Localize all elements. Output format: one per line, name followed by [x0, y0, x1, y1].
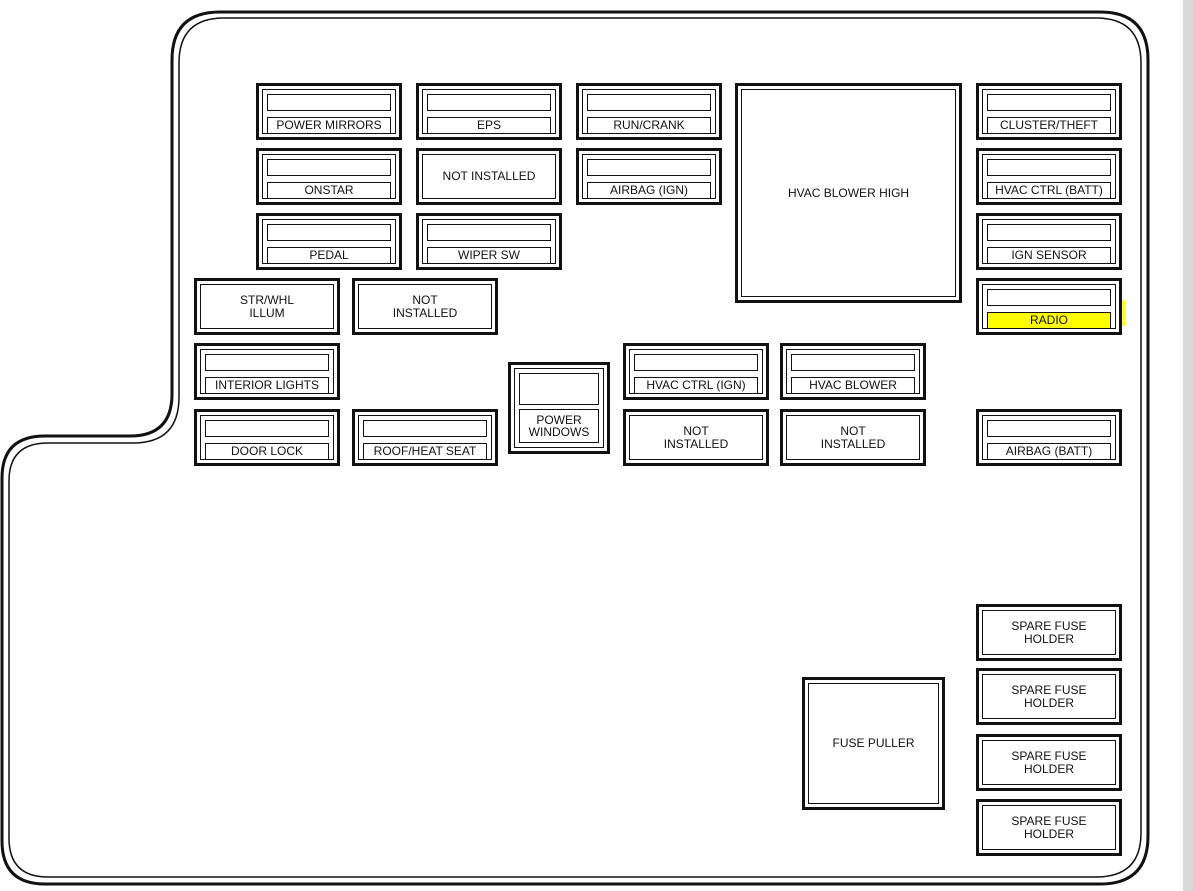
fuse-label: CLUSTER/THEFT	[987, 117, 1111, 134]
fuse-airbag-ign: AIRBAG (IGN)	[576, 148, 722, 205]
fuse-not-installed-3: NOT INSTALLED	[623, 409, 769, 466]
fuse-run-crank: RUN/CRANK	[576, 83, 722, 140]
spare-fuse-holder-2: SPARE FUSE HOLDER	[976, 668, 1122, 725]
fuse-hvac-ctrl-ign: HVAC CTRL (IGN)	[623, 343, 769, 400]
fuse-puller: FUSE PULLER	[802, 677, 945, 810]
fuse-label: SPARE FUSE HOLDER	[1011, 813, 1087, 841]
fuse-label: SPARE FUSE HOLDER	[1011, 682, 1087, 710]
fuse-label: HVAC BLOWER	[791, 377, 915, 394]
fuse-label: WIPER SW	[427, 247, 551, 264]
fuse-not-installed-1: NOT INSTALLED	[416, 148, 562, 205]
fuse-label: SPARE FUSE HOLDER	[1011, 618, 1087, 646]
fuse-not-installed-2: NOT INSTALLED	[352, 278, 498, 335]
fuse-label: DOOR LOCK	[205, 443, 329, 460]
fuse-ign-sensor: IGN SENSOR	[976, 213, 1122, 270]
fuse-puller-label: FUSE PULLER	[832, 736, 915, 750]
fuse-label: STR/WHL ILLUM	[240, 292, 294, 320]
fuse-label: PEDAL	[267, 247, 391, 264]
fuse-airbag-batt: AIRBAG (BATT)	[976, 409, 1122, 466]
fuse-wiper-sw: WIPER SW	[416, 213, 562, 270]
fuse-label: IGN SENSOR	[987, 247, 1111, 264]
fuse-label: NOT INSTALLED	[442, 169, 536, 183]
fuse-label: AIRBAG (IGN)	[587, 182, 711, 199]
fuse-label: ROOF/HEAT SEAT	[363, 443, 487, 460]
fuse-hvac-blower: HVAC BLOWER	[780, 343, 926, 400]
fuse-str-whl-illum: STR/WHL ILLUM	[194, 278, 340, 335]
fuse-eps: EPS	[416, 83, 562, 140]
fuse-hvac-ctrl-batt: HVAC CTRL (BATT)	[976, 148, 1122, 205]
fuse-cluster-theft: CLUSTER/THEFT	[976, 83, 1122, 140]
fuse-label: EPS	[427, 117, 551, 134]
spare-fuse-holder-1: SPARE FUSE HOLDER	[976, 604, 1122, 661]
fuse-label: ONSTAR	[267, 182, 391, 199]
fuse-interior-lights: INTERIOR LIGHTS	[194, 343, 340, 400]
fuse-onstar: ONSTAR	[256, 148, 402, 205]
fuse-label: NOT INSTALLED	[820, 423, 886, 451]
fuse-label: POWER MIRRORS	[267, 117, 391, 134]
fuse-label: NOT INSTALLED	[392, 292, 458, 320]
relay-hvac-blower-high: HVAC BLOWER HIGH	[735, 83, 962, 303]
fuse-door-lock: DOOR LOCK	[194, 409, 340, 466]
fuse-power-mirrors: POWER MIRRORS	[256, 83, 402, 140]
fuse-label: POWER WINDOWS	[519, 409, 599, 443]
fuse-label: HVAC CTRL (BATT)	[987, 182, 1111, 199]
fuse-label: NOT INSTALLED	[663, 423, 729, 451]
fuse-label: RADIO	[987, 312, 1111, 329]
fuse-roof-heat-seat: ROOF/HEAT SEAT	[352, 409, 498, 466]
fuse-label: HVAC CTRL (IGN)	[634, 377, 758, 394]
relay-label: HVAC BLOWER HIGH	[787, 185, 910, 200]
spare-fuse-holder-3: SPARE FUSE HOLDER	[976, 734, 1122, 791]
fuse-power-windows: POWER WINDOWS	[508, 362, 610, 454]
spare-fuse-holder-4: SPARE FUSE HOLDER	[976, 799, 1122, 856]
fuse-not-installed-4: NOT INSTALLED	[780, 409, 926, 466]
fuse-pedal: PEDAL	[256, 213, 402, 270]
right-edge-strip	[1183, 0, 1193, 891]
fuse-label: RUN/CRANK	[587, 117, 711, 134]
fuse-label: AIRBAG (BATT)	[987, 443, 1111, 460]
fuse-label: SPARE FUSE HOLDER	[1011, 748, 1087, 776]
fuse-radio: RADIO	[976, 278, 1122, 335]
fuse-label: INTERIOR LIGHTS	[205, 377, 329, 394]
